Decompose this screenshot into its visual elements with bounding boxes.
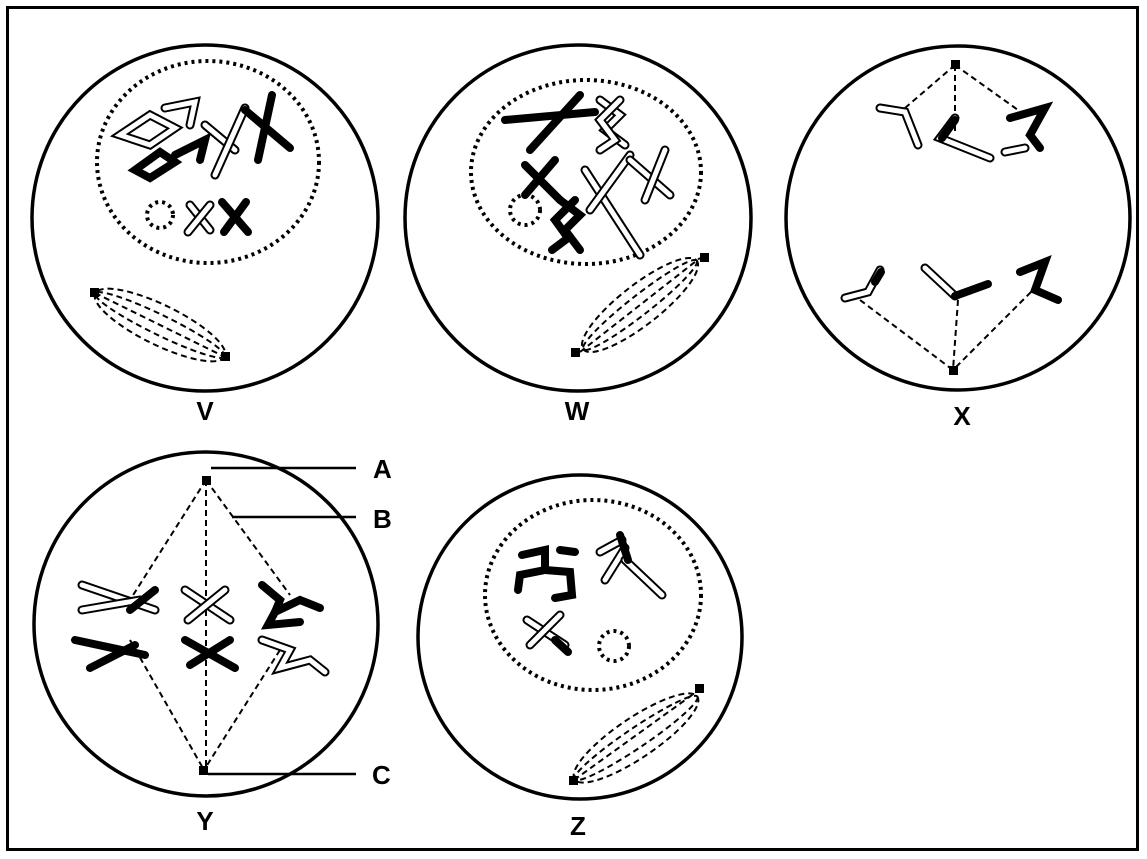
cell-v-centriole-bottom <box>221 352 230 361</box>
cell-x-membrane <box>784 44 1132 392</box>
cell-z-nucleus <box>483 498 703 692</box>
cell-v-chromosomes <box>109 91 294 237</box>
cell-v-membrane <box>30 43 380 393</box>
cell-w-centriole-bottom <box>571 348 580 357</box>
cell-y-spindle <box>129 479 291 771</box>
cell-z-centriole-top <box>695 684 704 693</box>
cell-y: Y <box>32 450 380 836</box>
cell-z-centriole-bottom <box>569 776 578 785</box>
cell-w-chromosomes <box>501 91 675 260</box>
cell-w-nucleolus <box>508 193 542 227</box>
cell-y-label: Y <box>196 806 213 836</box>
cell-z-membrane <box>416 473 744 801</box>
cell-z-label: Z <box>570 811 586 841</box>
callout-c-label: C <box>372 760 391 790</box>
cell-y-chromosomes <box>71 580 330 677</box>
cell-y-membrane <box>32 450 380 798</box>
cell-x-label: X <box>953 401 971 431</box>
cell-y-centriole-top <box>202 476 211 485</box>
cell-v-centriole-top <box>90 288 99 297</box>
cell-v: V <box>30 43 380 426</box>
cell-w-membrane <box>403 43 753 393</box>
callout-c: C <box>208 760 391 790</box>
cell-y-centriole-bottom <box>199 766 208 775</box>
callout-a-label: A <box>373 454 392 484</box>
diagram-frame <box>6 6 1139 851</box>
cell-w: W <box>403 43 753 426</box>
cell-w-label: W <box>565 396 590 426</box>
cell-x-centriole-top <box>951 60 960 69</box>
callout-b-label: B <box>373 504 392 534</box>
cell-v-nucleus <box>95 59 321 265</box>
callout-a: A <box>211 454 392 484</box>
cell-x-chromatids <box>840 101 1062 304</box>
cell-w-nucleus <box>469 78 703 266</box>
cell-v-label: V <box>196 396 214 426</box>
callout-b: B <box>232 504 392 534</box>
cell-w-spindle <box>580 256 700 354</box>
cell-z-nucleolus <box>597 629 631 663</box>
cell-x-spindle <box>859 64 1039 371</box>
cell-v-nucleolus <box>145 200 175 230</box>
cell-z-chromosomes <box>514 531 667 656</box>
cell-w-centriole-top <box>700 253 709 262</box>
cell-x: X <box>784 44 1132 431</box>
cell-x-centriole-bottom <box>949 366 958 375</box>
cell-z: Z <box>416 473 744 841</box>
